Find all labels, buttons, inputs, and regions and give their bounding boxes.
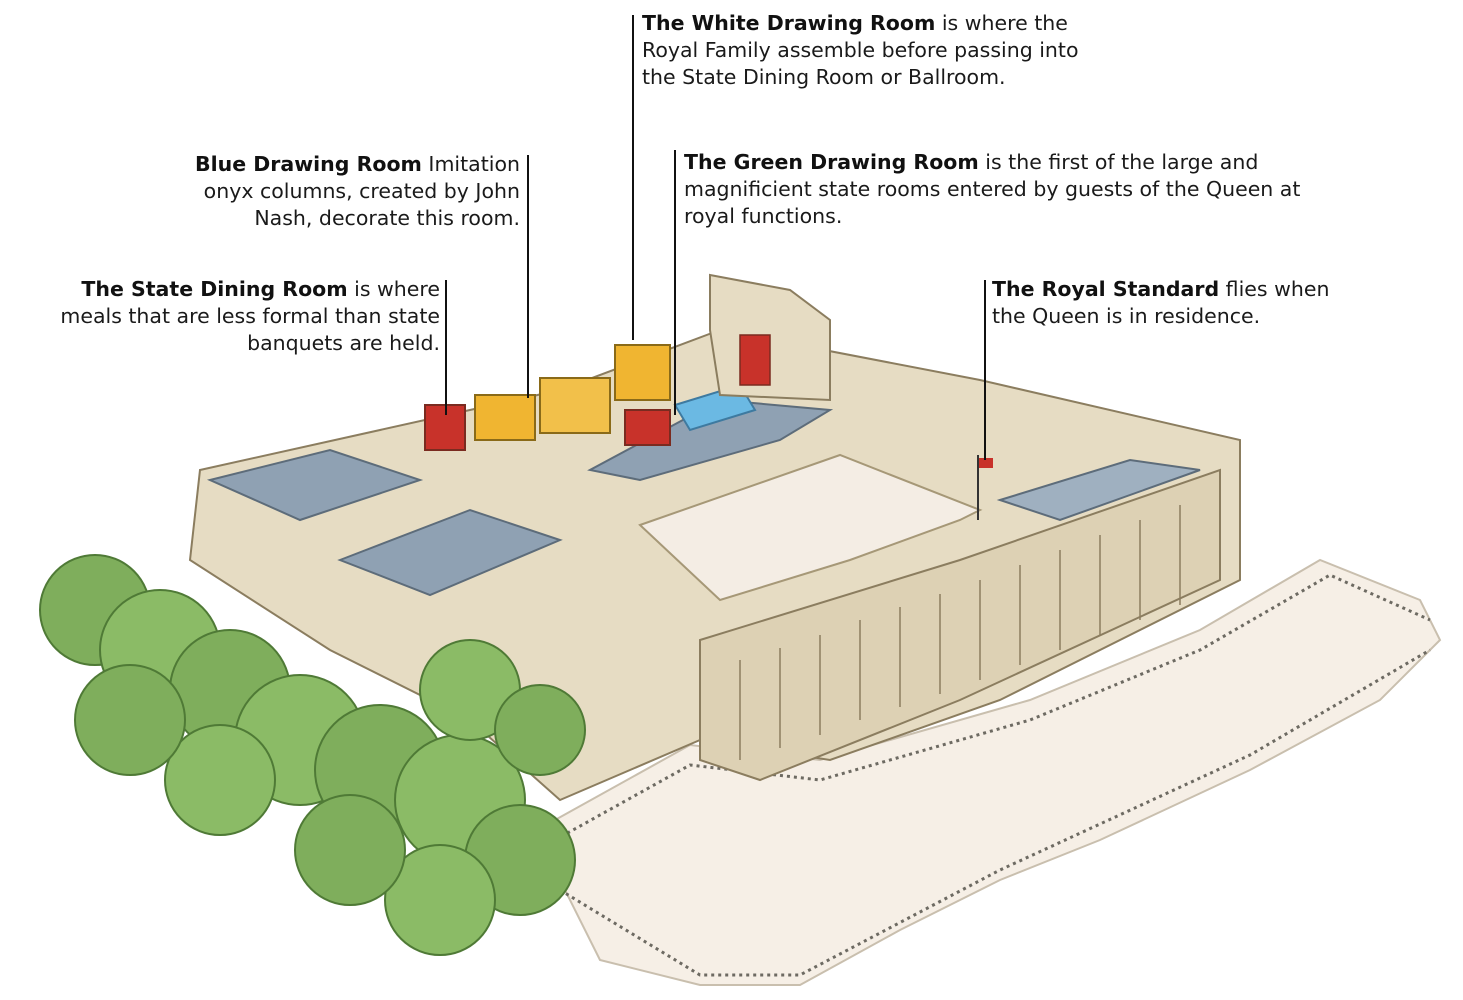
white-drawing-room-title: The White Drawing Room (642, 11, 936, 35)
white-drawing-room-text: is where the Royal Family assemble befor… (642, 11, 1079, 89)
railings-front (559, 648, 1431, 977)
east-roof (996, 458, 1201, 522)
royal-standard-callout: The Royal Standard flies when the Queen … (992, 276, 1352, 330)
facade-windows (739, 505, 1181, 760)
state-dining-room-callout: The State Dining Room is where meals tha… (52, 276, 440, 357)
blue-drawing-room-title: Blue Drawing Room (194, 152, 422, 176)
blue-drawing-room-text: Imitation onyx columns, created by John … (203, 152, 520, 230)
green-drawing-room-cutaway (624, 409, 671, 446)
green-drawing-room-text: is the first of the large and magnificie… (684, 150, 1301, 228)
ballroom-red-interior (739, 334, 771, 386)
music-room-cutaway (539, 377, 611, 434)
forecourt (553, 558, 1442, 986)
west-roof (206, 448, 424, 522)
white-drawing-room-cutaway (614, 344, 671, 401)
state-dining-room-title: The State Dining Room (81, 277, 348, 301)
garden-trees (39, 554, 586, 956)
blue-drawing-room-cutaway (474, 394, 536, 441)
white-drawing-room-callout: The White Drawing Room is where the Roya… (642, 10, 1112, 91)
royal-standard-title: The Royal Standard (992, 277, 1220, 301)
blue-drawing-room-callout: Blue Drawing Room Imitation onyx columns… (158, 151, 520, 232)
state-dining-room-text: is where meals that are less formal than… (60, 277, 440, 355)
west-roof-2 (337, 508, 563, 597)
north-roof (587, 398, 834, 482)
royal-standard-text: flies when the Queen is in residence. (992, 277, 1330, 328)
green-drawing-room-callout: The Green Drawing Room is the first of t… (684, 149, 1314, 230)
quadrangle (638, 453, 983, 602)
green-drawing-room-title: The Green Drawing Room (684, 150, 979, 174)
royal-standard-flag (979, 458, 993, 468)
railings (554, 573, 1431, 842)
east-front-facade (699, 468, 1221, 782)
